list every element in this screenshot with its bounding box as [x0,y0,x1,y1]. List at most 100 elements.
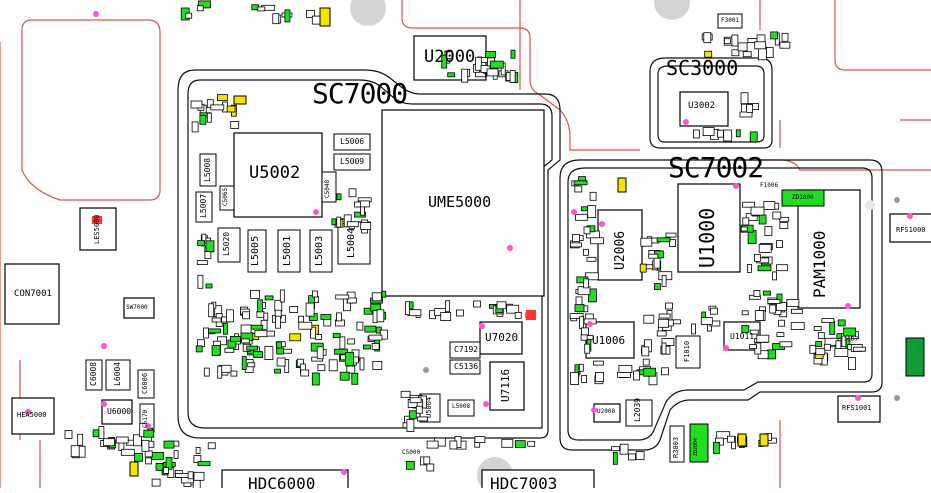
passive-pad [279,289,285,303]
label-c5065: C5065 [222,187,229,206]
passive-pad [145,457,152,465]
shield-label-sc7002: SC7002 [668,151,764,184]
passive-pad [441,54,448,69]
label-c6006: C6006 [141,372,149,394]
passive-pad [264,346,274,361]
pin1-dot [507,245,513,251]
passive-pad [790,322,805,330]
passive-pad [203,367,210,377]
passive-pad [455,309,464,317]
passive-pad [661,338,675,346]
chip-u7116-body [489,361,525,411]
passive-pad [633,370,640,381]
passive-pad [643,314,655,324]
label-c6008: C6008 [89,361,98,386]
passive-pad [120,448,135,456]
passive-pad [316,346,324,360]
passive-pad [275,315,281,329]
chip-u1000-body [677,183,741,273]
label-u2008: U2008 [597,408,616,415]
pin1-dot [341,469,347,475]
passive-pad [332,333,341,338]
passive-pad [347,338,356,345]
passive-pad [440,312,452,321]
passive-pad [229,335,241,342]
passive-pad [658,313,671,319]
part-c7192 [449,341,481,359]
label-u5002: U5002 [249,163,301,183]
passive-pad [335,312,342,322]
passive-pad [300,369,310,377]
passive-pad [611,446,620,452]
passive-pad [656,237,671,243]
passive-pad [473,300,481,308]
passive-pad [211,345,221,356]
passive-pad [749,344,757,350]
passive-pad [405,460,415,470]
passive-pad [661,367,669,376]
label-u2006: U2006 [613,230,628,270]
passive-pad [474,436,486,444]
passive-pad [654,283,661,290]
passive-pad [741,310,749,316]
passive-pad [143,429,155,438]
pin1-dot [25,409,31,415]
passive-pad [740,92,749,105]
passive-pad [572,234,580,243]
passive-pad [204,251,212,260]
passive-pad [311,372,320,386]
passive-pad [581,375,587,383]
passive-pad [731,34,739,47]
passive-pad [815,341,823,347]
passive-pad [371,343,380,350]
passive-pad [837,319,846,327]
passive-pad [217,365,223,379]
label-u3002: U3002 [688,101,716,111]
passive-pad [747,263,752,273]
pin1-dot [599,221,605,227]
pin1-dot [313,209,319,215]
label-pam1000: PAM1000 [810,230,829,298]
passive-pad [417,416,428,422]
passive-pad [364,325,377,333]
passive-pad [230,370,238,377]
passive-pad [661,342,667,355]
passive-pad [323,318,332,327]
passive-pad [197,274,204,289]
yellow-part [759,433,769,447]
passive-pad [197,461,211,467]
passive-pad [70,445,80,458]
passive-pad [165,456,173,470]
passive-pad [628,453,636,461]
label-l5020: L5020 [222,231,231,256]
label-f3001: F3001 [721,17,740,24]
passive-pad [727,435,735,443]
passive-pad [298,315,305,323]
passive-pad [185,12,193,19]
inductor-l5003 [309,229,333,273]
passive-pad [739,111,753,118]
passive-pad [196,5,204,12]
passive-pad [779,222,789,230]
passive-pad [815,348,826,356]
passive-pad [817,331,825,339]
inductor-l5001 [277,229,301,273]
label-l5001: L5001 [282,235,293,266]
passive-pad [362,344,371,350]
passive-pad [665,232,677,238]
passive-pad [821,318,835,324]
passive-pad [570,242,582,248]
pin1-dot [93,11,99,17]
passive-pad [115,436,129,444]
passive-pad [619,443,629,455]
passive-pad [155,462,164,471]
passive-pad [222,322,228,335]
passive-pad [409,397,422,404]
cap-c6008 [85,359,103,391]
passive-pad [191,121,199,133]
passive-pad [617,371,631,378]
passive-pad [753,290,761,297]
passive-pad [224,347,235,353]
yellow-part [737,433,747,447]
passive-pad [583,248,589,256]
